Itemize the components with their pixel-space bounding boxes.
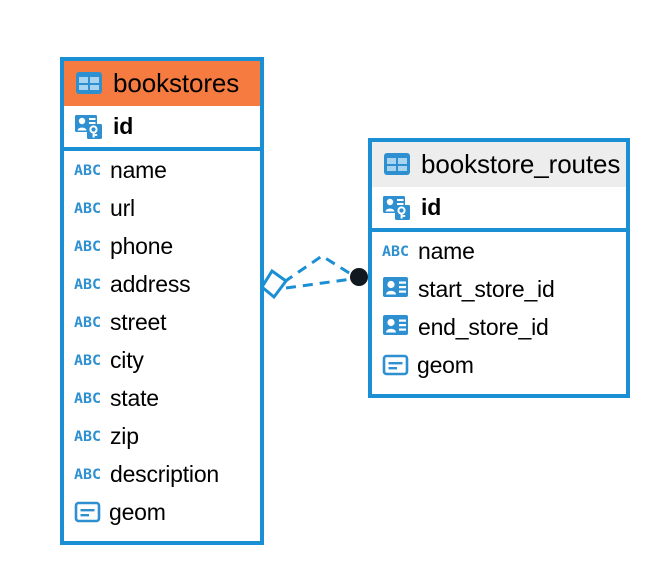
entity-title: bookstores: [113, 68, 240, 98]
field-row-phone[interactable]: ABC phone: [64, 227, 260, 265]
field-row-street[interactable]: ABC street: [64, 303, 260, 341]
entity-title: bookstore_routes: [421, 149, 621, 179]
field-row-zip[interactable]: ABC zip: [64, 417, 260, 455]
field-label: name: [418, 237, 475, 264]
field-label: geom: [109, 498, 166, 525]
svg-text:ABC: ABC: [74, 467, 101, 483]
table-icon: [382, 149, 412, 179]
svg-text:ABC: ABC: [74, 201, 101, 217]
field-label: zip: [110, 422, 139, 449]
field-row-primary-key[interactable]: id: [64, 106, 260, 151]
primary-key-icon: [74, 111, 104, 141]
field-label: name: [110, 156, 167, 183]
foreign-key-icon: [382, 313, 410, 341]
field-label: street: [110, 308, 167, 335]
abc-text-icon: ABC: [74, 465, 102, 483]
geometry-icon: [74, 500, 101, 524]
svg-text:ABC: ABC: [74, 163, 101, 179]
abc-text-icon: ABC: [74, 275, 102, 293]
svg-text:ABC: ABC: [74, 353, 101, 369]
abc-text-icon: ABC: [74, 199, 102, 217]
field-row-name[interactable]: ABC name: [372, 232, 626, 270]
field-row-start-store-id[interactable]: start_store_id: [372, 270, 626, 308]
abc-text-icon: ABC: [382, 242, 410, 260]
relationship-line-lower: [285, 277, 353, 290]
field-row-description[interactable]: ABC description: [64, 455, 260, 493]
field-row-url[interactable]: ABC url: [64, 189, 260, 227]
entity-header-bookstores[interactable]: bookstores: [64, 61, 260, 106]
field-label: address: [110, 270, 191, 297]
relationship-line-upper: [283, 254, 355, 284]
abc-text-icon: ABC: [74, 389, 102, 407]
relationship-diamond-marker: [260, 268, 289, 300]
entity-header-bookstore-routes[interactable]: bookstore_routes: [372, 142, 626, 187]
field-row-geom[interactable]: geom: [64, 493, 260, 531]
field-row-address[interactable]: ABC address: [64, 265, 260, 303]
field-label: id: [113, 112, 134, 139]
field-label: state: [110, 384, 159, 411]
field-label: url: [110, 194, 135, 221]
relationship-circle-marker: [350, 268, 368, 286]
field-row-name[interactable]: ABC name: [64, 151, 260, 189]
field-label: end_store_id: [418, 313, 549, 340]
field-label: city: [110, 346, 144, 373]
entity-bookstore-routes[interactable]: bookstore_routes id: [368, 138, 630, 398]
table-icon: [74, 68, 104, 98]
geometry-icon: [382, 353, 409, 377]
svg-text:ABC: ABC: [74, 315, 101, 331]
abc-text-icon: ABC: [74, 161, 102, 179]
field-row-city[interactable]: ABC city: [64, 341, 260, 379]
abc-text-icon: ABC: [74, 237, 102, 255]
abc-text-icon: ABC: [74, 427, 102, 445]
field-label: description: [110, 460, 220, 487]
field-row-state[interactable]: ABC state: [64, 379, 260, 417]
primary-key-icon: [382, 192, 412, 222]
field-label: id: [421, 193, 442, 220]
svg-text:ABC: ABC: [74, 391, 101, 407]
foreign-key-icon: [382, 275, 410, 303]
entity-bookstores[interactable]: bookstores id: [60, 57, 264, 545]
svg-text:ABC: ABC: [382, 244, 409, 260]
svg-text:ABC: ABC: [74, 429, 101, 445]
field-row-geom[interactable]: geom: [372, 346, 626, 384]
field-row-end-store-id[interactable]: end_store_id: [372, 308, 626, 346]
abc-text-icon: ABC: [74, 313, 102, 331]
field-label: start_store_id: [418, 275, 555, 302]
svg-text:ABC: ABC: [74, 277, 101, 293]
abc-text-icon: ABC: [74, 351, 102, 369]
field-label: geom: [417, 351, 474, 378]
field-row-primary-key[interactable]: id: [372, 187, 626, 232]
svg-text:ABC: ABC: [74, 239, 101, 255]
field-label: phone: [110, 232, 173, 259]
